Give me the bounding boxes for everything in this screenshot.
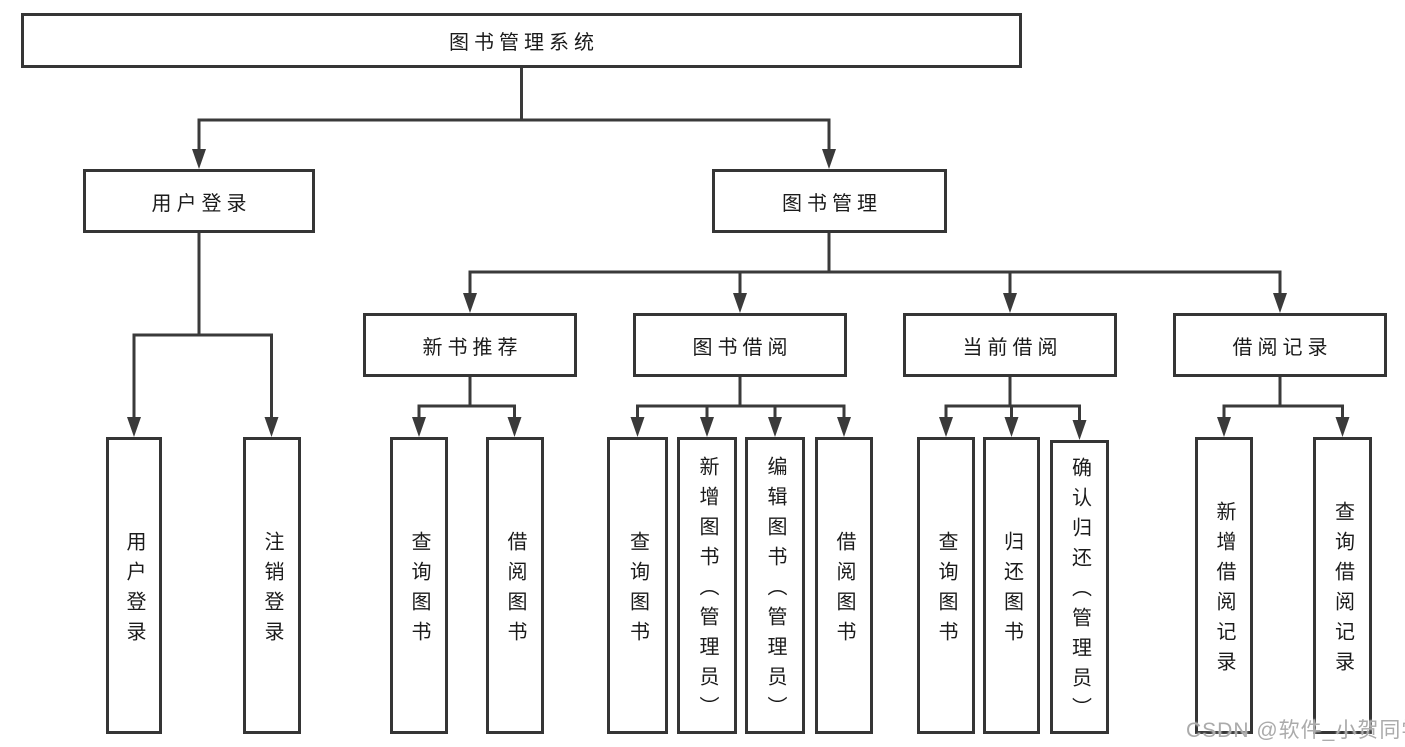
leaf-label: 归还图书: [1000, 530, 1023, 651]
node-new-book-recommend: 新书推荐: [363, 313, 577, 377]
node-book-management: 图书管理: [712, 169, 947, 233]
leaf-label: 注销登录: [261, 530, 283, 651]
arrowheads: [127, 149, 1350, 440]
connector-recommend-to-leaves: [417, 377, 516, 417]
leaf-current-confirm-return-admin: 确认归还（管理员）: [1050, 440, 1109, 734]
leaf-borrow-edit-books-admin: 编辑图书（管理员）: [745, 437, 805, 734]
connector-user-login-to-leaves: [132, 233, 273, 417]
leaf-borrow-query-books: 查询图书: [607, 437, 668, 734]
csdn-watermark: CSDN @软件_小贺同学: [1186, 719, 1405, 742]
leaf-label: 查询借阅记录: [1331, 500, 1354, 681]
node-library-management-system: 图书管理系统: [21, 13, 1022, 68]
connector-borrow-to-leaves: [636, 377, 846, 417]
connector-book-mgmt-to-level3: [468, 233, 1282, 293]
node-label: 借阅记录: [1232, 336, 1333, 359]
leaf-label: 用户登录: [123, 530, 145, 651]
node-label: 图书管理系统: [449, 32, 599, 54]
leaf-recommend-borrow-books: 借阅图书: [486, 437, 544, 734]
node-book-borrow: 图书借阅: [633, 313, 847, 377]
leaf-borrow-borrow-books: 借阅图书: [815, 437, 873, 734]
leaf-label: 借阅图书: [833, 530, 855, 651]
connector-records-to-leaves: [1222, 377, 1344, 417]
node-label: 新书推荐: [422, 336, 523, 359]
leaf-user-login: 用户登录: [106, 437, 162, 734]
leaf-label: 确认归还（管理员）: [1068, 457, 1091, 727]
leaf-label: 新增图书（管理员）: [696, 455, 718, 726]
leaf-current-query-books: 查询图书: [917, 437, 975, 734]
node-label: 用户登录: [151, 192, 252, 215]
node-borrow-records: 借阅记录: [1173, 313, 1387, 377]
leaf-label: 编辑图书（管理员）: [764, 455, 786, 726]
leaf-recommend-query-books: 查询图书: [390, 437, 448, 734]
node-label: 图书管理: [782, 192, 882, 215]
leaf-records-query-record: 查询借阅记录: [1313, 437, 1372, 734]
leaf-label: 查询图书: [408, 530, 430, 651]
leaf-current-return-books: 归还图书: [983, 437, 1040, 734]
leaf-label: 借阅图书: [504, 530, 526, 651]
node-label: 图书借阅: [692, 336, 793, 359]
leaf-label: 查询图书: [935, 530, 957, 651]
node-user-login: 用户登录: [83, 169, 315, 233]
node-current-borrow: 当前借阅: [903, 313, 1117, 377]
leaf-borrow-add-books-admin: 新增图书（管理员）: [677, 437, 737, 734]
node-label: 当前借阅: [962, 336, 1063, 359]
connector-current-to-leaves: [944, 377, 1081, 420]
connector-root-to-level2: [197, 68, 831, 149]
leaf-records-add-record: 新增借阅记录: [1195, 437, 1253, 734]
leaf-logout-login: 注销登录: [243, 437, 301, 734]
leaf-label: 查询图书: [626, 530, 649, 651]
leaf-label: 新增借阅记录: [1213, 500, 1235, 681]
